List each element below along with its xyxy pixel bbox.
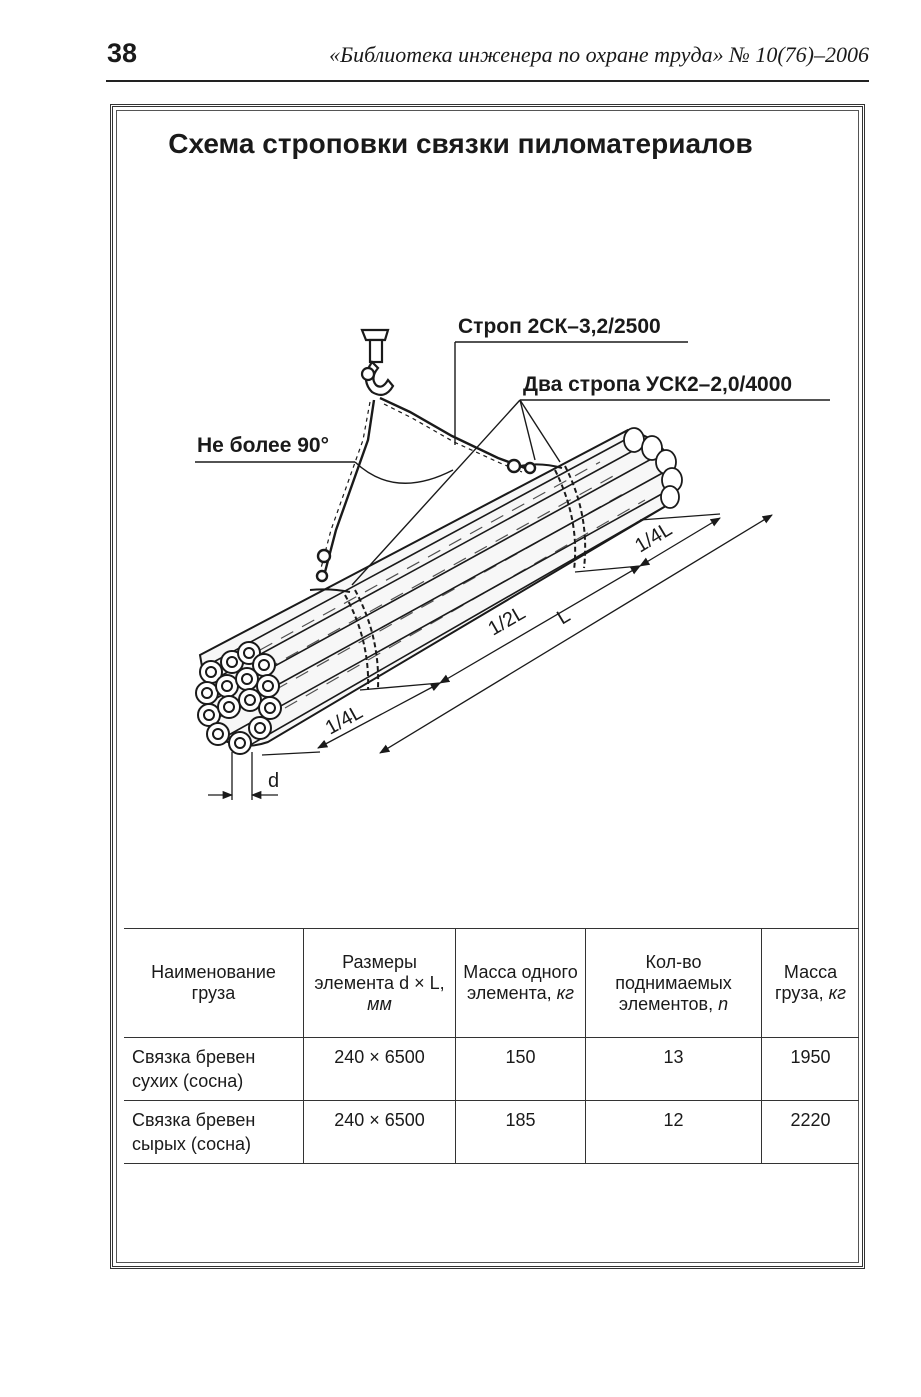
dim-diameter: d (268, 770, 279, 792)
page-number: 38 (107, 38, 138, 68)
cell-size: 240 × 6500 (303, 1100, 456, 1164)
table-row: Связка бревен сырых (сосна) 240 × 6500 1… (124, 1100, 859, 1164)
table-row: Связка бревен сухих (сосна) 240 × 6500 1… (124, 1037, 859, 1101)
table-header: Наименование груза (124, 928, 304, 1038)
cell-mass-one: 150 (455, 1037, 586, 1101)
callout-angle: Не более 90° (197, 434, 329, 457)
main-sling-legs (315, 396, 537, 583)
figure-frame-inner (116, 110, 859, 1263)
figure-title: Схема строповки связки пиломатериалов (168, 128, 753, 159)
table-header: Кол-во поднимаемых элементов, n (585, 928, 762, 1038)
table-header-row: Наименование груза Размеры элемента d × … (124, 928, 859, 1038)
dim-quarter-right: 1/4L (631, 518, 676, 557)
table-header: Масса одного элемента, кг (455, 928, 586, 1038)
cell-mass-total: 2220 (761, 1100, 859, 1164)
cell-load-name: Связка бревен сухих (сосна) (124, 1037, 304, 1101)
callout-two-slings: Два стропа УСК2–2,0/4000 (523, 373, 792, 396)
rigging-diagram: Строп 2СК–3,2/2500 Два стропа УСК2–2,0/4… (195, 315, 830, 800)
running-title: «Библиотека инженера по охране труда» № … (329, 42, 869, 67)
dim-length: L (553, 605, 574, 630)
crane-hook (360, 328, 395, 397)
dimension-lines (208, 513, 773, 800)
cell-size: 240 × 6500 (303, 1037, 456, 1101)
cell-count: 13 (585, 1037, 762, 1101)
callout-main-sling: Строп 2СК–3,2/2500 (458, 315, 661, 338)
header-rule (106, 80, 869, 82)
cell-mass-one: 185 (455, 1100, 586, 1164)
cell-count: 12 (585, 1100, 762, 1164)
table-header: Масса груза, кг (761, 928, 859, 1038)
cell-load-name: Связка бревен сырых (сосна) (124, 1100, 304, 1164)
table-header: Размеры элемента d × L, мм (303, 928, 456, 1038)
log-end-faces (195, 641, 282, 755)
load-table: Наименование груза Размеры элемента d × … (124, 928, 859, 1164)
cell-mass-total: 1950 (761, 1037, 859, 1101)
figure-frame (110, 104, 865, 1269)
